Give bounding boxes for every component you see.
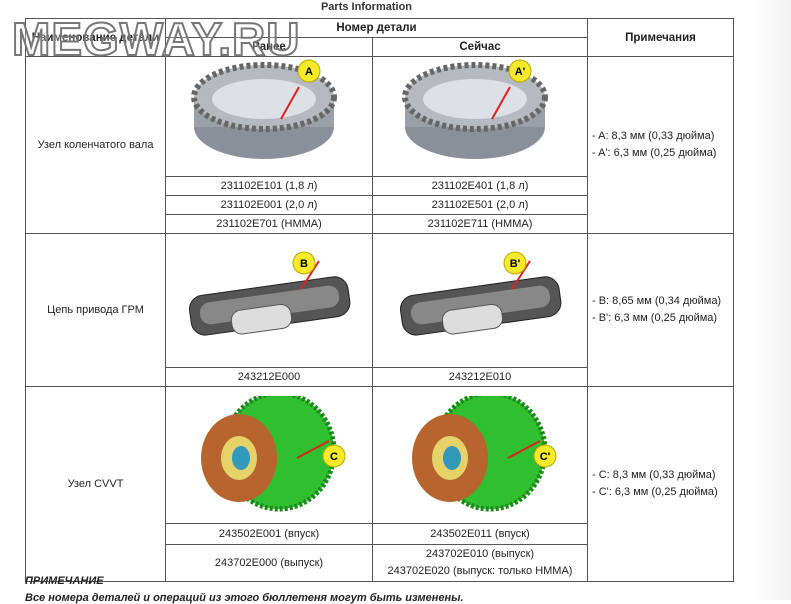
table-row: Цепь привода ГРМ B B' - B: 8,65 мм (0,34… [25, 233, 734, 387]
cvvt-old-image: C [165, 386, 373, 524]
table-row: Узел CVVT C C' - C: 8,3 мм (0,33 дюйма)-… [25, 386, 734, 582]
header-part-number: Номер детали [165, 18, 588, 38]
callout-label: B [300, 258, 308, 270]
part-number: 231102E001 (2,0 л) [165, 195, 373, 215]
title-text: Parts Information [320, 1, 413, 13]
note-line: - B: 8,65 мм (0,34 дюйма) [592, 295, 722, 307]
part-number: 231102E501 (2,0 л) [372, 195, 588, 215]
note-line: - B': 6,3 мм (0,25 дюйма) [592, 312, 718, 324]
part-number: 243212E010 [372, 367, 588, 387]
header-before: Ранее [165, 37, 373, 57]
part-number: 243702E020 (выпуск: только HMMA) [387, 565, 573, 577]
note-line: - C: 8,3 мм (0,33 дюйма) [592, 469, 716, 481]
cvvt-new-image: C' [372, 386, 588, 524]
callout-label: B' [510, 258, 521, 270]
part-number: 231102E711 (HMMA) [372, 214, 588, 234]
crankshaft-old-image: A [165, 56, 373, 177]
part-number: 243502E011 (впуск) [372, 523, 588, 545]
parts-table: Наименование детали Номер детали Примеча… [25, 18, 734, 582]
page-edge [751, 0, 791, 600]
part-number: 231102E701 (HMMA) [165, 214, 373, 234]
notes-cell: - A: 8,3 мм (0,33 дюйма) - A': 6,3 мм (0,… [587, 56, 734, 234]
note-line: - A: 8,3 мм (0,33 дюйма) [592, 130, 715, 142]
note-line: - A': 6,3 мм (0,25 дюйма) [592, 147, 717, 159]
part-name: Цепь привода ГРМ [25, 233, 166, 387]
note-line: - C': 6,3 мм (0,25 дюйма) [592, 486, 718, 498]
callout-label: C [330, 451, 338, 463]
callout-label: C' [540, 451, 551, 463]
part-number: 243702E010 (выпуск) [425, 548, 535, 560]
chain-new-image: B' [372, 233, 588, 368]
part-number: 243702E000 (выпуск) [165, 544, 373, 582]
part-number: 231102E101 (1,8 л) [165, 176, 373, 196]
callout-label: A' [515, 66, 526, 78]
part-name: Узел коленчатого вала [25, 56, 166, 234]
part-name: Узел CVVT [25, 386, 166, 582]
part-number: 243502E001 (впуск) [165, 523, 373, 545]
header-now: Сейчас [372, 37, 588, 57]
header-name: Наименование детали [25, 18, 166, 57]
note-heading: ПРИМЕЧАНИЕ [25, 575, 104, 587]
part-number: 243212E000 [165, 367, 373, 387]
table-row: Узел коленчатого вала A A' - A: 8,3 мм (… [25, 56, 734, 234]
chain-old-image: B [165, 233, 373, 368]
part-number-group: 243702E010 (выпуск) 243702E020 (выпуск: т… [372, 544, 588, 582]
callout-label: A [305, 66, 313, 78]
note-text: Все номера деталей и операций из этого б… [25, 592, 464, 604]
page-title: Parts Information [0, 1, 791, 13]
header-notes: Примечания [587, 18, 734, 57]
crankshaft-new-image: A' [372, 56, 588, 177]
part-number: 231102E401 (1,8 л) [372, 176, 588, 196]
notes-cell: - C: 8,3 мм (0,33 дюйма) - C': 6,3 мм (0,… [587, 386, 734, 582]
notes-cell: - B: 8,65 мм (0,34 дюйма) - B': 6,3 мм (0… [587, 233, 734, 387]
